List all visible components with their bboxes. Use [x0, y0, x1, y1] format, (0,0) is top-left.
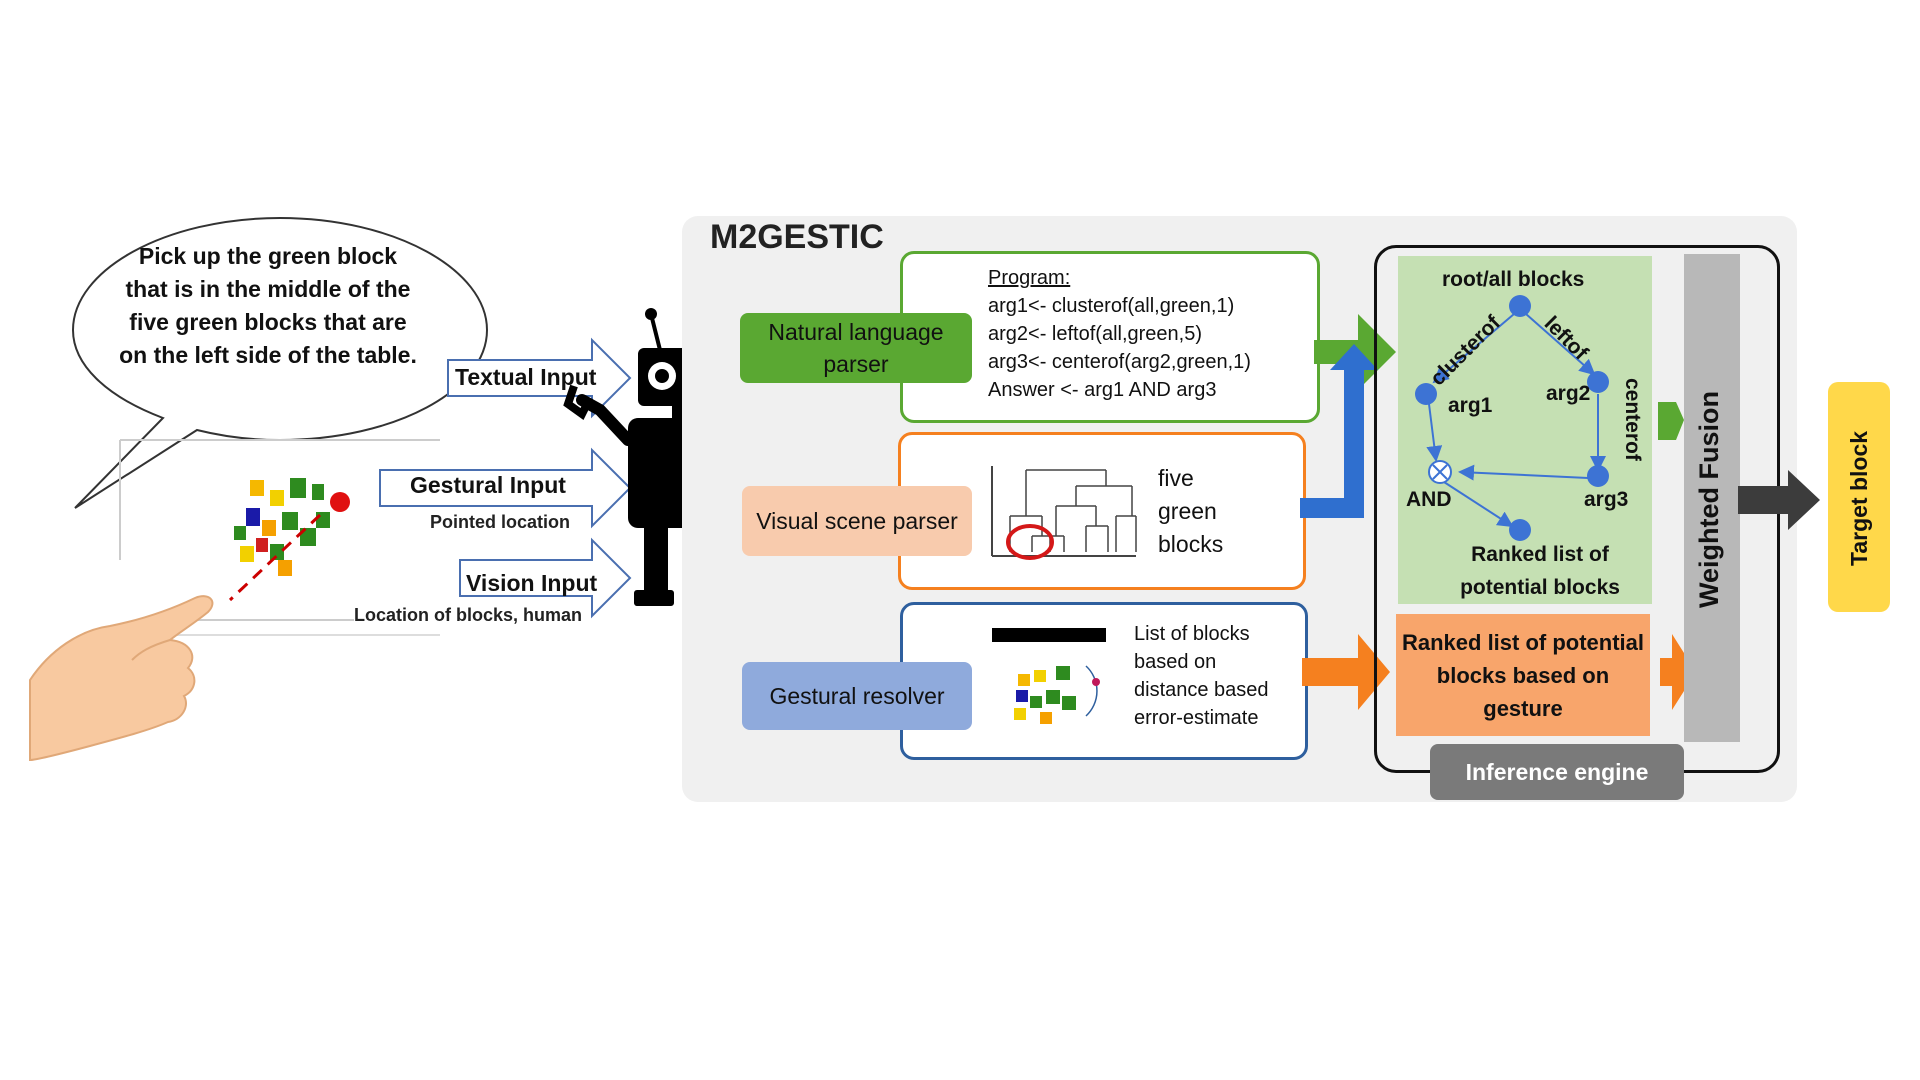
speech-text: Pick up the green block that is in the m…	[119, 243, 417, 368]
program-heading: Program:	[988, 267, 1071, 289]
vision-input-label: Vision Input	[466, 570, 598, 596]
graph-root: root/all blocks	[1442, 268, 1585, 291]
program-line: arg3<- centerof(arg2,green,1)	[988, 351, 1251, 373]
graph-result: Ranked list of potential blocks	[1460, 543, 1620, 599]
gesture-desc: List of blocks based on distance based e…	[1134, 623, 1269, 729]
target-block-box	[1828, 382, 1890, 612]
visual-result: five green blocks	[1158, 465, 1224, 557]
vision-input-sub: Location of blocks, human	[354, 605, 583, 626]
target-block-label: Target block	[1846, 430, 1872, 566]
program-line: Answer <- arg1 AND arg3	[988, 379, 1217, 401]
input-arrows	[379, 337, 632, 619]
gesture-ranked-list: Ranked list of potential blocks based on…	[1396, 614, 1650, 736]
node-and: AND	[1406, 488, 1452, 511]
visual-parser-label: Visual scene parser	[742, 486, 972, 556]
inference-engine-label: Inference engine	[1430, 744, 1684, 800]
system-title: M2GESTIC	[710, 218, 884, 256]
node-arg1: arg1	[1448, 394, 1493, 417]
dendrogram-icon	[986, 456, 1142, 566]
gestural-resolver-label: Gestural resolver	[742, 662, 972, 730]
program-graph	[1415, 295, 1609, 541]
speech-bubble	[71, 216, 489, 509]
weighted-fusion-bar	[1684, 254, 1740, 742]
output-arrow	[1738, 470, 1820, 530]
table-scene	[29, 439, 440, 762]
nl-parser-label: Natural language parser	[740, 313, 972, 383]
weighted-fusion-label: Weighted Fusion	[1694, 391, 1724, 608]
gestural-input-label: Gestural Input	[410, 472, 566, 498]
gestural-input-sub: Pointed location	[430, 512, 571, 533]
node-arg3: arg3	[1584, 488, 1629, 511]
gesture-scene-icon	[978, 626, 1124, 738]
node-arg2: arg2	[1546, 382, 1591, 405]
program-line: arg1<- clusterof(all,green,1)	[988, 295, 1235, 317]
program-line: arg2<- leftof(all,green,5)	[988, 323, 1203, 345]
edge-centerof: centerof	[1621, 378, 1644, 461]
